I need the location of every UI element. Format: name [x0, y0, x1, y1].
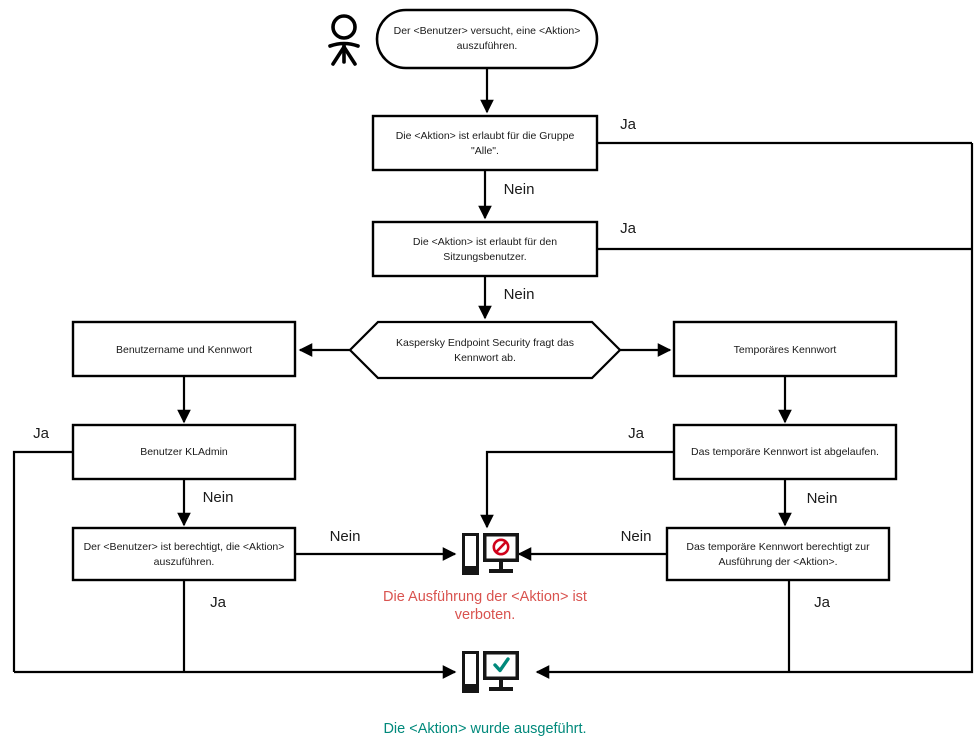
edge-label-nein-user-authorized: Nein — [330, 528, 361, 545]
edge-temp-expired-ja — [480, 450, 674, 529]
node-ask-password-line1: Kaspersky Endpoint Security fragt das — [396, 337, 574, 349]
node-user-authorized-line2: auszuführen. — [154, 556, 215, 568]
denied-caption-line1: Die Ausführung der <Aktion> ist — [383, 589, 587, 605]
node-temp-authorizes-line1: Das temporäre Kennwort berechtigt zur — [686, 541, 870, 553]
denied-caption-line2: verboten. — [455, 607, 515, 623]
person-icon — [328, 14, 360, 66]
computer-denied-icon — [462, 533, 519, 575]
node-temp-authorizes-line2: Ausführung der <Aktion>. — [718, 556, 837, 568]
edge-kladmin-ja — [12, 450, 73, 672]
node-session-user-line2: Sitzungsbenutzer. — [443, 251, 526, 263]
node-temp-password-expired: Das temporäre Kennwort ist abgelaufen. — [672, 423, 898, 481]
node-temporary-password: Temporäres Kennwort — [672, 320, 898, 378]
edge-label-ja-kladmin: Ja — [33, 425, 50, 442]
edge-label-ja-user-authorized: Ja — [210, 594, 227, 611]
edge-label-ja-temp-expired: Ja — [628, 425, 645, 442]
node-temp-password-authorizes: Das temporäre Kennwort berechtigt zur Au… — [665, 526, 891, 582]
edge-label-ja-group-all: Ja — [620, 116, 637, 133]
node-start-line2: auszuführen. — [457, 40, 518, 52]
edge-label-nein-kladmin: Nein — [203, 489, 234, 506]
node-allowed-session-user: Die <Aktion> ist erlaubt für den Sitzung… — [371, 220, 599, 278]
node-group-all-line2: "Alle". — [471, 145, 499, 157]
node-session-user-line1: Die <Aktion> ist erlaubt für den — [413, 236, 557, 248]
node-user-kladmin-label: Benutzer KLAdmin — [140, 446, 228, 458]
edge-label-ja-session-user: Ja — [620, 220, 637, 237]
node-user-authorized: Der <Benutzer> ist berechtigt, die <Akti… — [71, 526, 297, 582]
node-allowed-group-all: Die <Aktion> ist erlaubt für die Gruppe … — [371, 114, 599, 172]
node-username-password-label: Benutzername und Kennwort — [116, 344, 252, 356]
node-start: Der <Benutzer> versucht, eine <Aktion> a… — [375, 8, 599, 70]
edge-label-nein-group-all: Nein — [504, 181, 535, 198]
computer-allowed-icon — [462, 651, 519, 693]
node-start-line1: Der <Benutzer> versucht, eine <Aktion> — [394, 25, 581, 37]
node-temporary-password-label: Temporäres Kennwort — [734, 344, 837, 356]
node-user-kladmin: Benutzer KLAdmin — [71, 423, 297, 481]
edge-label-ja-temp-authorizes: Ja — [814, 594, 831, 611]
node-user-authorized-line1: Der <Benutzer> ist berechtigt, die <Akti… — [84, 541, 285, 553]
node-ask-password: Kaspersky Endpoint Security fragt das Ke… — [348, 320, 622, 380]
node-username-password: Benutzername und Kennwort — [71, 320, 297, 378]
allowed-caption-line1: Die <Aktion> wurde ausgeführt. — [383, 721, 586, 737]
node-group-all-line1: Die <Aktion> ist erlaubt für die Gruppe — [396, 130, 575, 142]
node-ask-password-line2: Kennwort ab. — [454, 352, 516, 364]
edge-right-rail-to-allowed — [535, 143, 974, 679]
node-temp-expired-label: Das temporäre Kennwort ist abgelaufen. — [691, 446, 879, 458]
edge-label-nein-temp-authorizes: Nein — [621, 528, 652, 545]
edge-label-nein-session-user: Nein — [504, 286, 535, 303]
edge-label-nein-temp-expired: Nein — [807, 490, 838, 507]
